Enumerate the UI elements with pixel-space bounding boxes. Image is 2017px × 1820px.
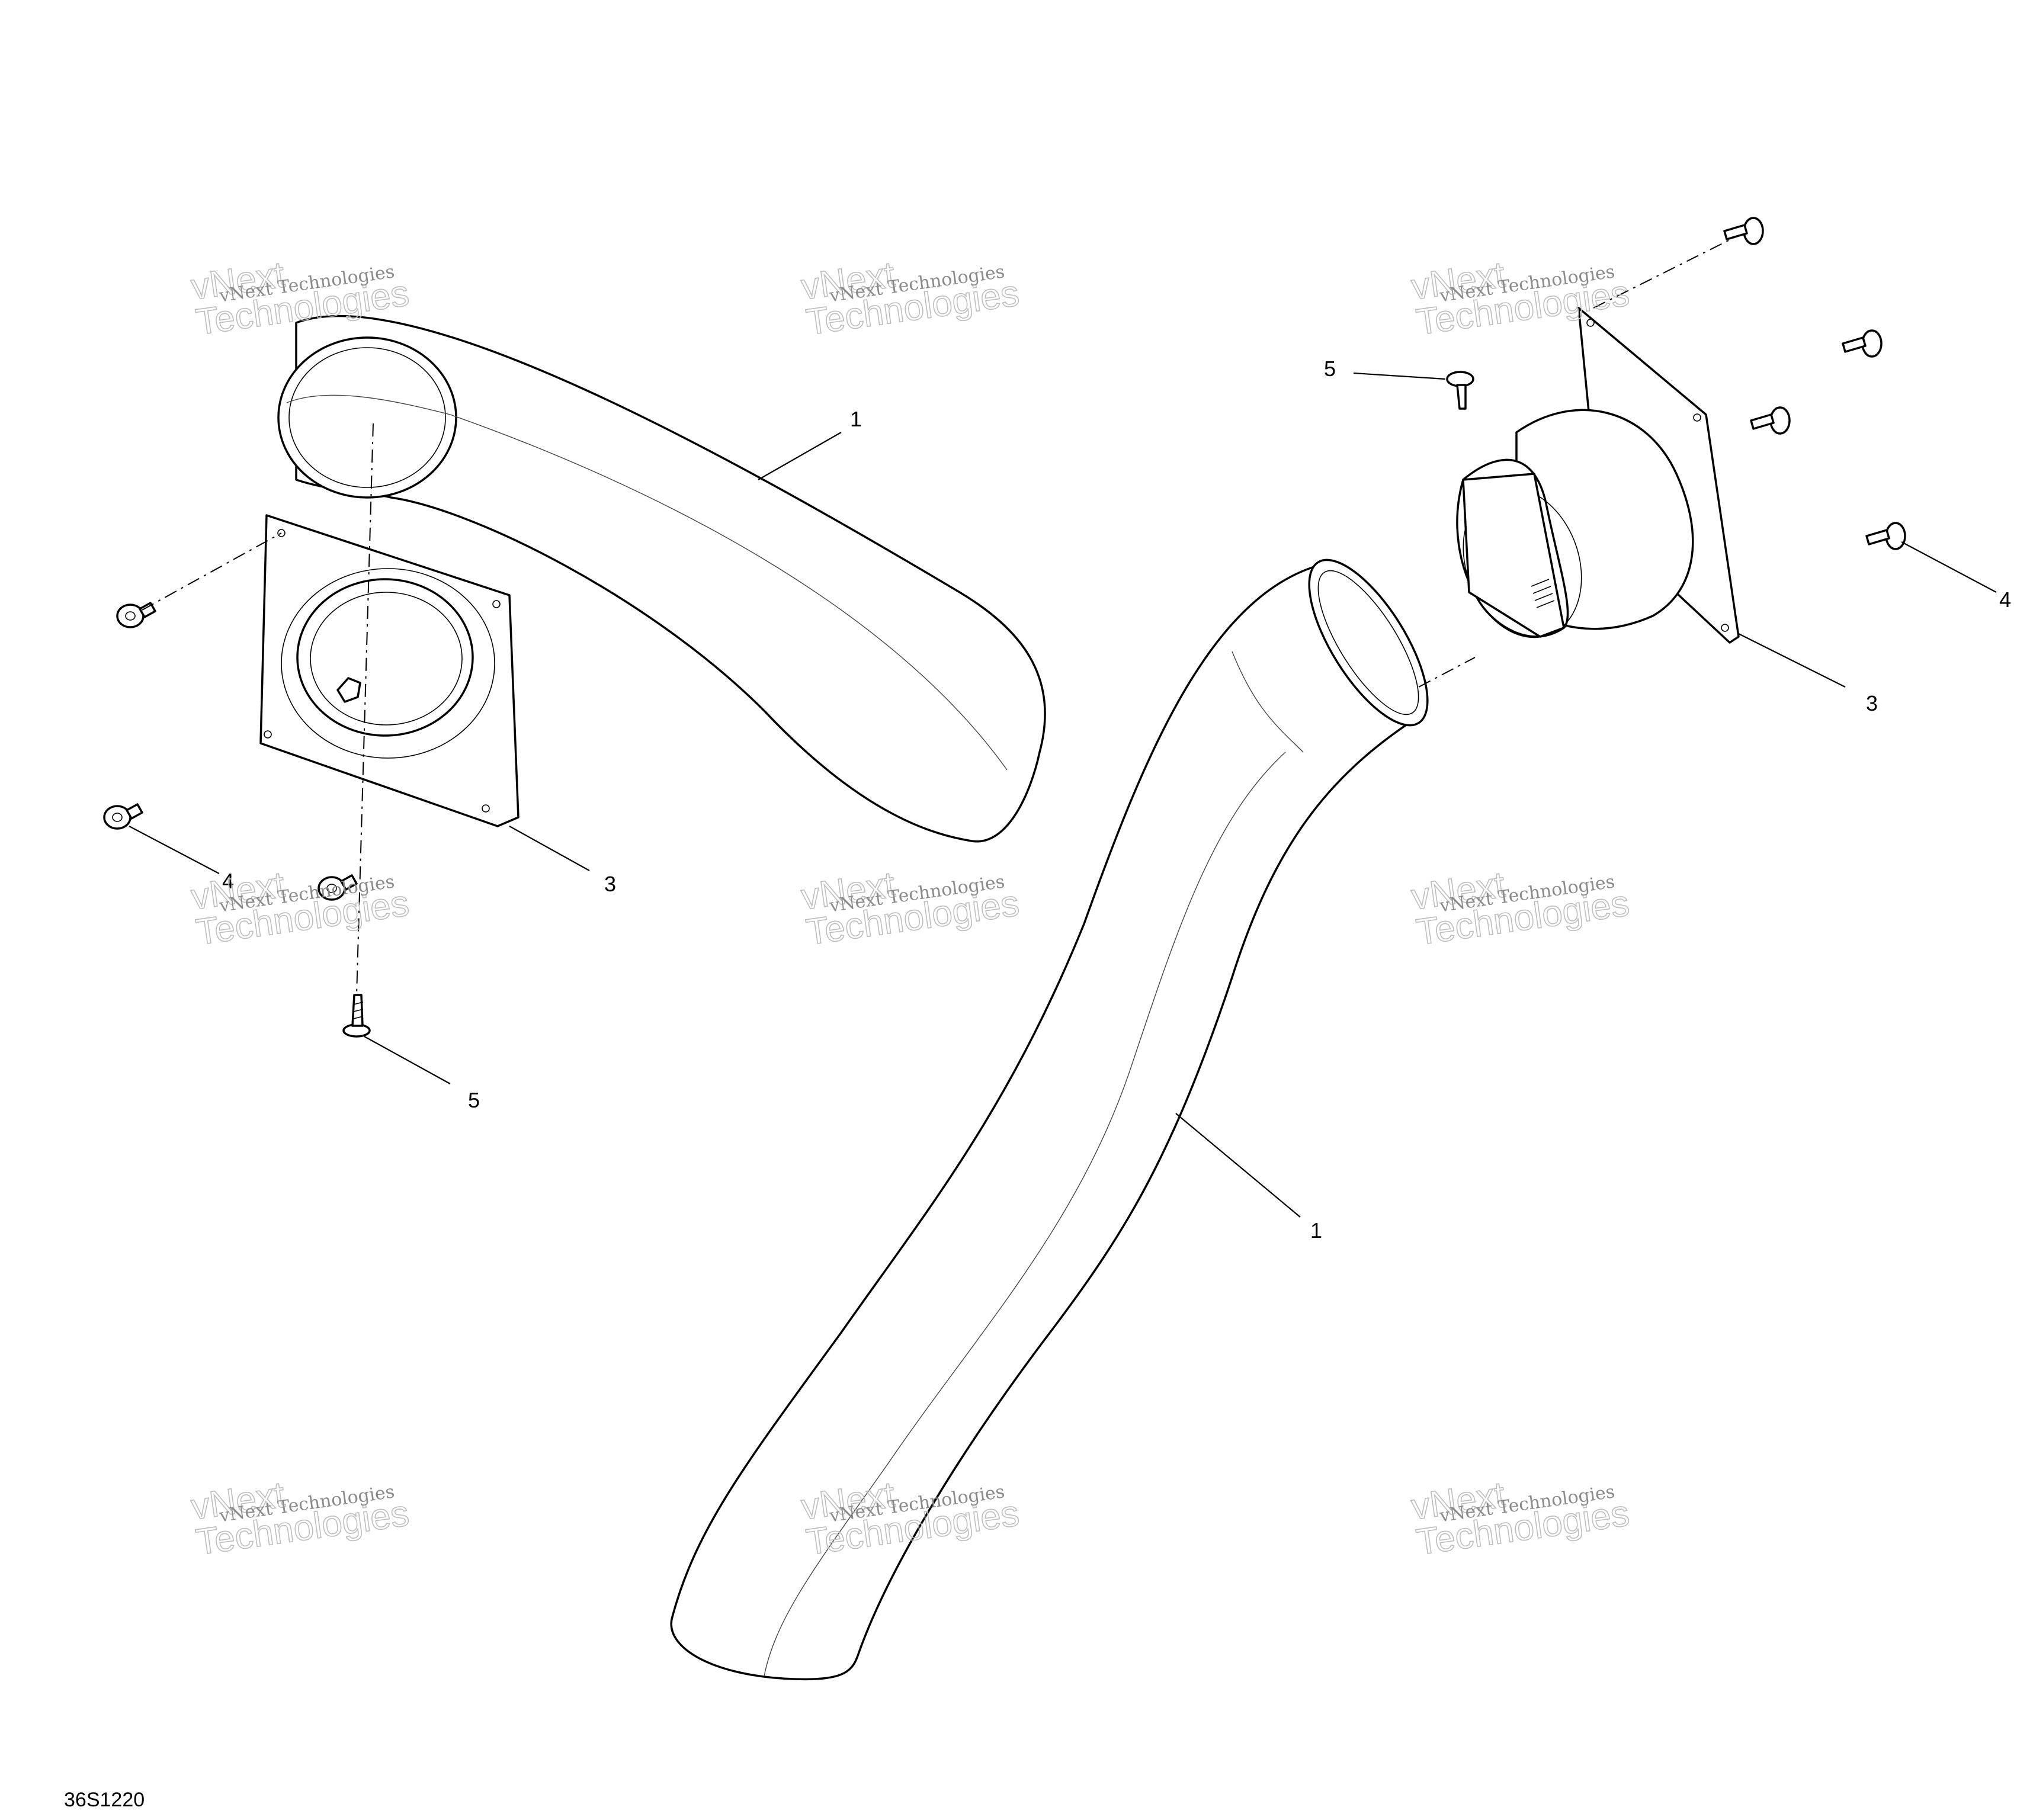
callout-right-rivet: 4 bbox=[1999, 588, 2011, 612]
callout-left-rivet: 4 bbox=[222, 869, 234, 893]
left-rivet-axis bbox=[142, 532, 282, 611]
leader-left-screw bbox=[364, 1036, 451, 1084]
watermark-row-1-col-3: vNext Technologies vNext Technologies bbox=[1409, 254, 1633, 344]
figure-code: 36S1220 bbox=[64, 1789, 145, 1811]
right-rivet-d bbox=[1865, 522, 1906, 550]
right-mounting-bracket bbox=[1456, 307, 1740, 644]
watermark-row-1-col-2: vNext Technologies vNext Technologies bbox=[799, 254, 1022, 344]
watermark-row-3-col-3: vNext Technologies vNext Technologies bbox=[1409, 1474, 1633, 1564]
left-air-intake-tube bbox=[277, 314, 1046, 843]
left-assembly-axis bbox=[356, 423, 374, 996]
leader-right-rivet bbox=[1901, 541, 1997, 593]
callout-left-screw: 5 bbox=[468, 1088, 480, 1112]
callout-right-screw: 5 bbox=[1324, 357, 1336, 381]
left-mounting-bracket bbox=[259, 514, 520, 827]
leader-left-rivet bbox=[129, 826, 220, 874]
watermark-row-2-col-1: vNext Technologies vNext Technologies bbox=[188, 864, 412, 954]
right-air-intake-tube bbox=[670, 558, 1429, 1681]
leader-right-tube bbox=[1175, 1113, 1301, 1218]
callout-left-tube: 1 bbox=[850, 407, 862, 431]
leader-left-bracket bbox=[509, 826, 590, 871]
callout-right-bracket: 3 bbox=[1866, 691, 1878, 715]
left-screw bbox=[342, 994, 371, 1038]
left-rivet-lower-b bbox=[318, 874, 358, 901]
left-rivet-lower-a bbox=[103, 803, 143, 830]
right-rivet-axis bbox=[1593, 236, 1736, 309]
right-rivet-a bbox=[1723, 217, 1764, 245]
callout-left-bracket: 3 bbox=[604, 872, 616, 896]
leader-right-bracket bbox=[1738, 633, 1846, 688]
right-assembly-axis bbox=[1418, 657, 1476, 688]
watermark-row-2-col-3: vNext Technologies vNext Technologies bbox=[1409, 864, 1633, 954]
right-rivet-b bbox=[1842, 329, 1883, 358]
right-screw bbox=[1446, 371, 1474, 410]
left-rivet-upper bbox=[116, 602, 156, 628]
callout-right-tube: 1 bbox=[1310, 1218, 1322, 1243]
watermark-row-3-col-1: vNext Technologies vNext Technologies bbox=[188, 1474, 412, 1564]
right-rivet-c bbox=[1750, 406, 1791, 435]
leader-right-screw bbox=[1353, 372, 1446, 380]
leader-left-tube bbox=[758, 432, 842, 480]
watermark-row-2-col-2: vNext Technologies vNext Technologies bbox=[799, 864, 1022, 954]
